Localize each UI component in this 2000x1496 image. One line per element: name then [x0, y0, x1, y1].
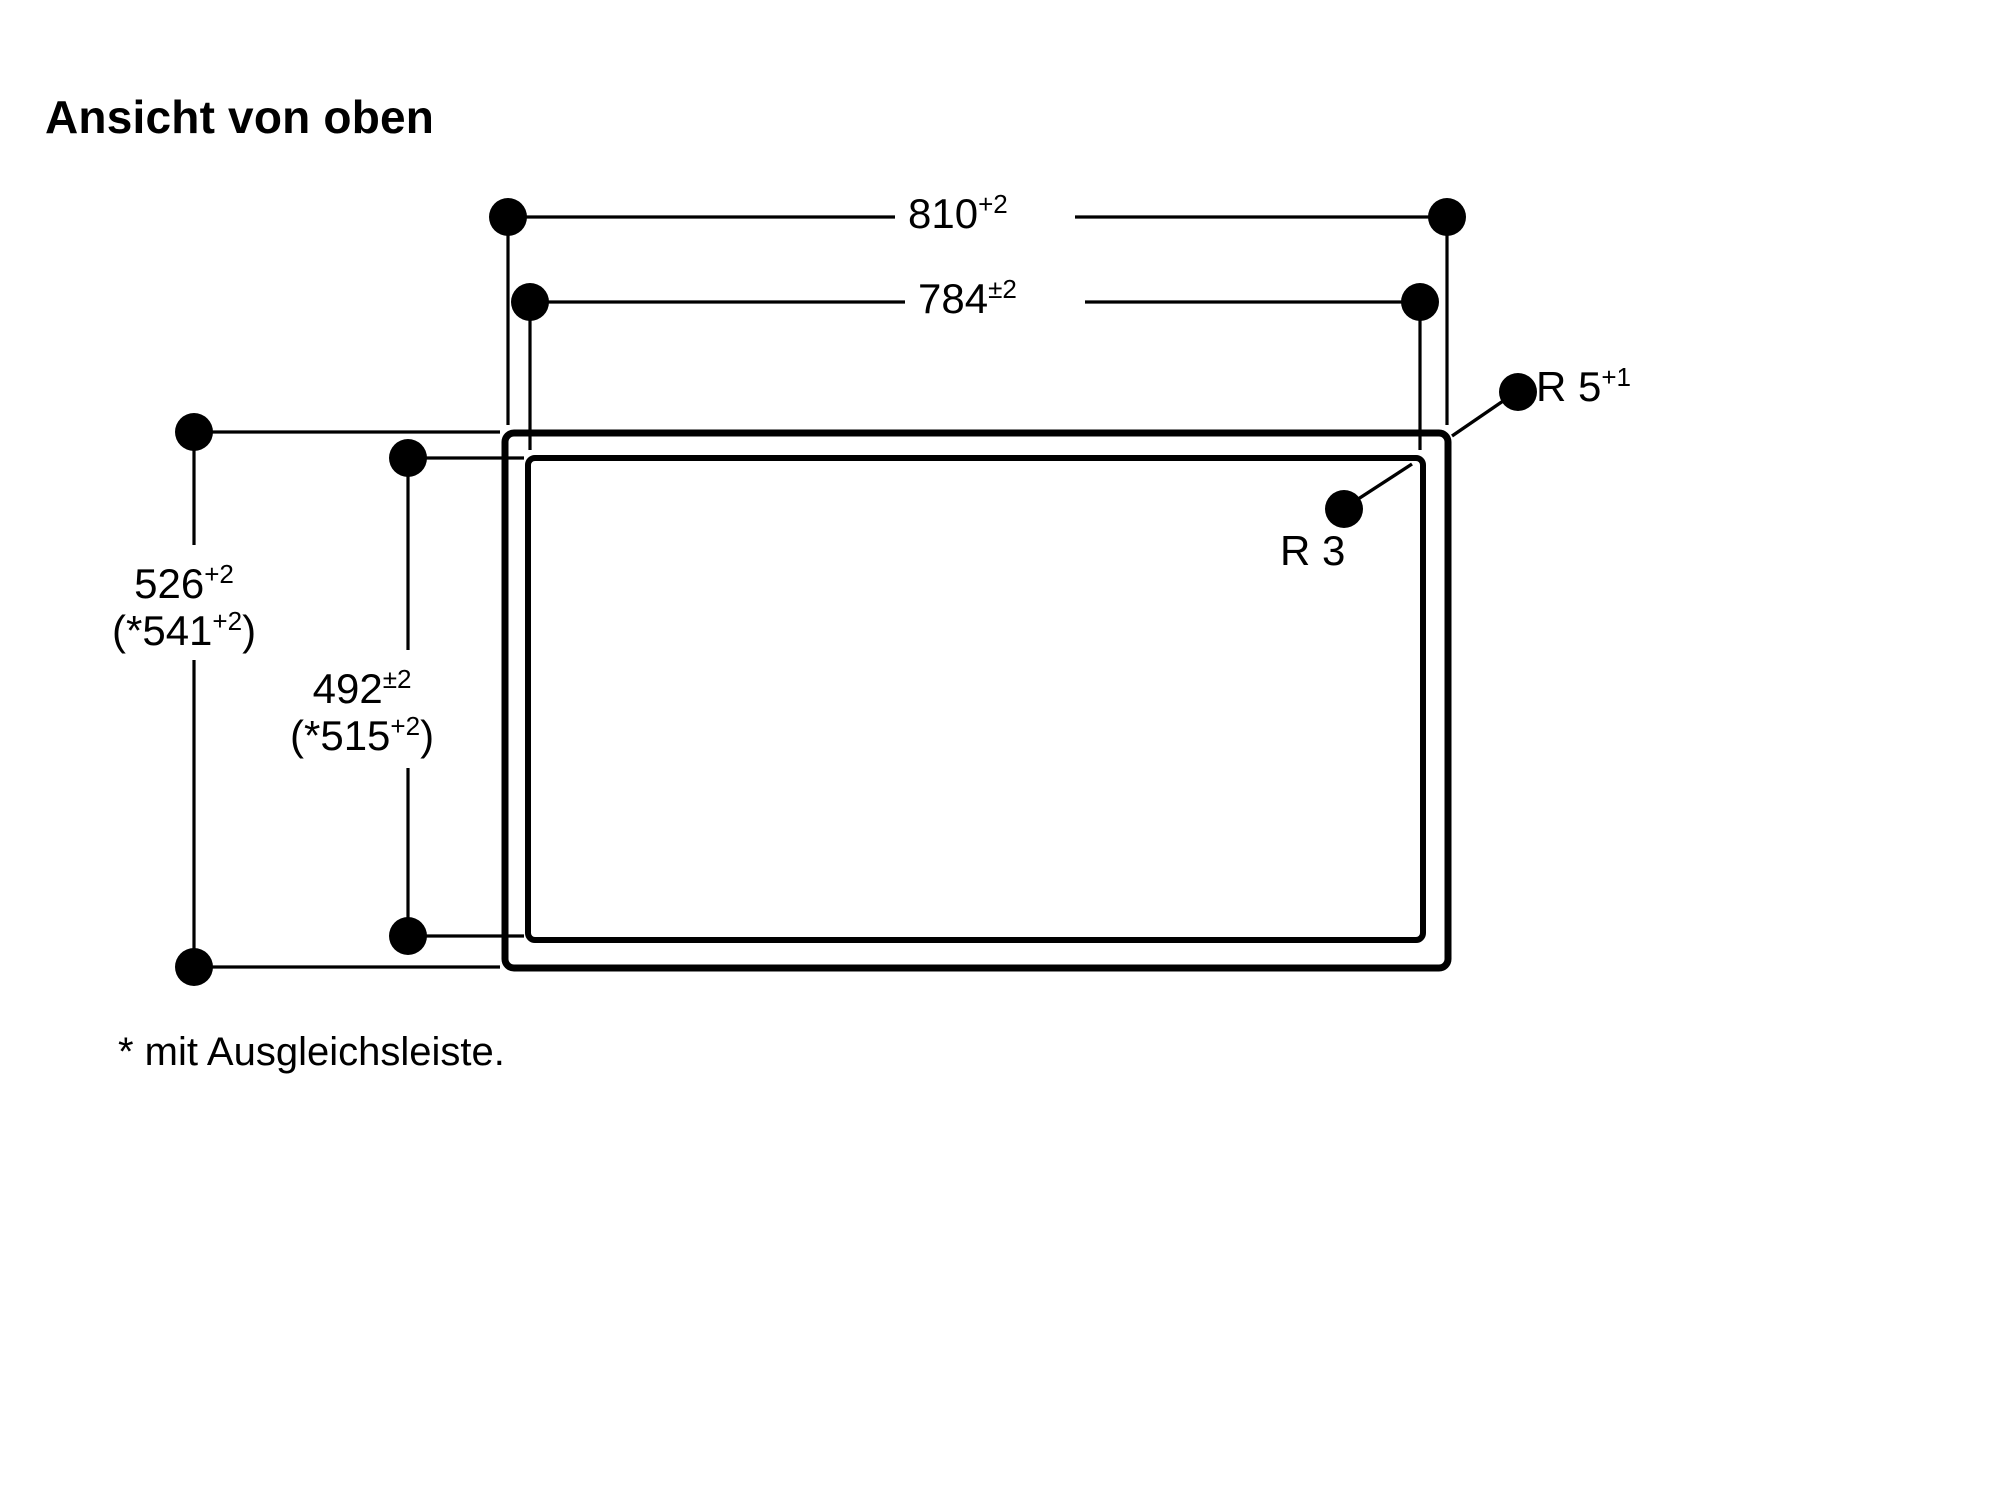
extension-lines — [205, 228, 1449, 969]
dim-dot-r3 — [1325, 490, 1363, 528]
dimension-label-radius-inner: R 3 — [1280, 527, 1345, 574]
dimension-label-depth-outer-alternate: (*541+2) — [112, 607, 256, 654]
dim-dot-492-bottom — [389, 917, 427, 955]
dimension-label-depth-outer: 526+2 (*541+2) — [112, 560, 256, 654]
leader-line-r5 — [1451, 397, 1507, 438]
dimension-value-r5: R 5 — [1536, 363, 1602, 410]
dimension-label-width-outer: 810+2 — [908, 190, 1008, 237]
outer-cutout-rectangle — [501, 429, 1452, 972]
dim-dot-r5 — [1499, 373, 1537, 411]
dim-dot-810-left — [489, 198, 527, 236]
dimension-value-492: 492 — [312, 665, 383, 712]
leader-line-r3 — [1351, 462, 1413, 505]
dimension-tolerance-810: +2 — [978, 189, 1008, 219]
dimension-tolerance-526: +2 — [204, 559, 234, 589]
dimension-suffix-515: ) — [420, 712, 435, 760]
dimension-value-526: 526 — [134, 560, 205, 607]
dimension-lines — [192, 215, 1447, 957]
footnote-text: * mit Ausgleichsleiste. — [118, 1030, 505, 1074]
dimension-label-radius-outer: R 5+1 — [1536, 363, 1631, 410]
dimension-tolerance-r5: +1 — [1601, 362, 1632, 392]
dimension-value-r3: R 3 — [1280, 527, 1346, 574]
dimension-label-depth-inner-primary: 492±2 — [290, 665, 434, 712]
leader-lines — [1351, 397, 1507, 505]
dimension-suffix-541: ) — [242, 607, 257, 655]
dimension-label-width-inner: 784±2 — [918, 275, 1017, 322]
dimension-value-784: 784 — [918, 275, 989, 322]
dim-dot-810-right — [1428, 198, 1466, 236]
dim-dot-492-top — [389, 439, 427, 477]
dimension-tolerance-784: ±2 — [988, 274, 1017, 304]
dimension-value-810: 810 — [908, 190, 979, 237]
dimension-tolerance-492: ±2 — [382, 664, 412, 694]
inner-cutout-rectangle — [525, 455, 1426, 943]
dimension-value-515: (*515 — [290, 712, 391, 760]
page-title: Ansicht von oben — [45, 91, 435, 143]
dim-dot-784-right — [1401, 283, 1439, 321]
dimension-tolerance-515: +2 — [390, 711, 421, 742]
dimension-tolerance-541: +2 — [212, 606, 243, 637]
dim-dot-526-top — [175, 413, 213, 451]
dimension-label-depth-inner-alternate: (*515+2) — [290, 712, 434, 759]
dim-dot-526-bottom — [175, 948, 213, 986]
dim-dot-784-left — [511, 283, 549, 321]
dimension-label-depth-outer-primary: 526+2 — [112, 560, 256, 607]
dimension-value-541: (*541 — [112, 607, 213, 655]
dimension-dots — [175, 198, 1537, 986]
dimension-label-depth-inner: 492±2 (*515+2) — [290, 665, 434, 759]
